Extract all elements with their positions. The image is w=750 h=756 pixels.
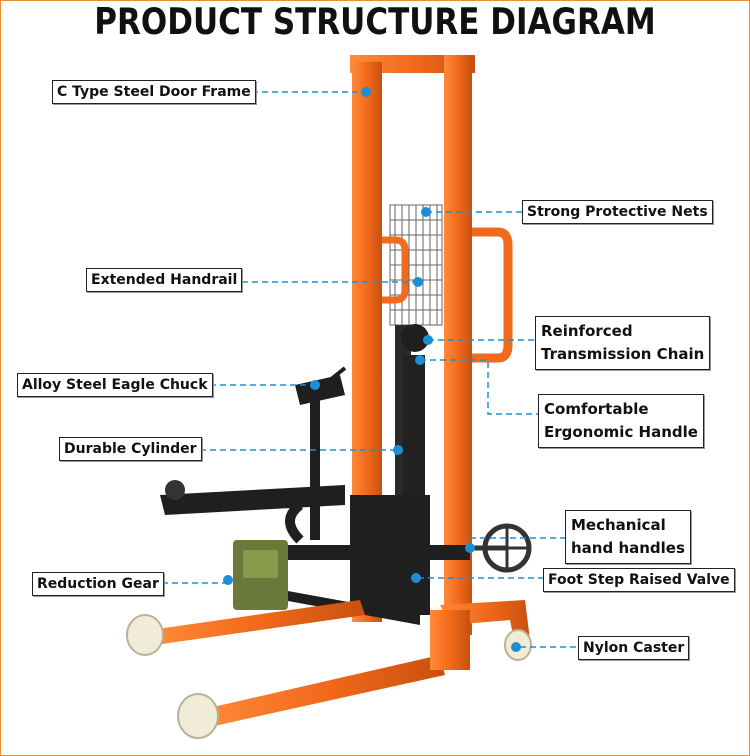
front-leg: [150, 600, 365, 645]
chain-sprocket: [401, 324, 429, 352]
label-ergonomic-handle: Comfortable Ergonomic Handle: [538, 394, 704, 448]
gear-housing: [243, 550, 278, 578]
chuck-post: [310, 400, 320, 540]
leader-dots: [223, 87, 521, 652]
label-handrail: Extended Handrail: [86, 268, 243, 292]
label-hand-handles: Mechanical hand handles: [565, 510, 691, 564]
eagle-chuck: [295, 375, 345, 405]
handrail: [382, 236, 409, 304]
chuck-lever: [328, 366, 347, 382]
rear-wheel: [177, 693, 219, 739]
ergonomic-handle: [472, 227, 513, 363]
arm-roller: [165, 480, 185, 500]
leader-lines: [162, 91, 578, 648]
rear-leg: [200, 655, 445, 728]
protective-net: [389, 204, 443, 326]
label-chuck: Alloy Steel Eagle Chuck: [17, 373, 213, 397]
lower-arm: [280, 545, 470, 560]
label-chain: Reinforced Transmission Chain: [535, 316, 711, 370]
front-wheel: [126, 614, 164, 656]
base-block: [430, 610, 470, 670]
mast-right-rail: [444, 55, 472, 635]
label-cylinder: Durable Cylinder: [59, 437, 202, 461]
label-caster: Nylon Caster: [578, 636, 690, 660]
label-protective-nets: Strong Protective Nets: [522, 200, 713, 224]
label-door-frame: C Type Steel Door Frame: [52, 80, 256, 104]
curved-arm: [285, 501, 304, 544]
page-title: PRODUCT STRUCTURE DIAGRAM: [94, 0, 656, 44]
label-reduction-gear: Reduction Gear: [32, 572, 164, 596]
label-valve: Foot Step Raised Valve: [543, 568, 735, 592]
